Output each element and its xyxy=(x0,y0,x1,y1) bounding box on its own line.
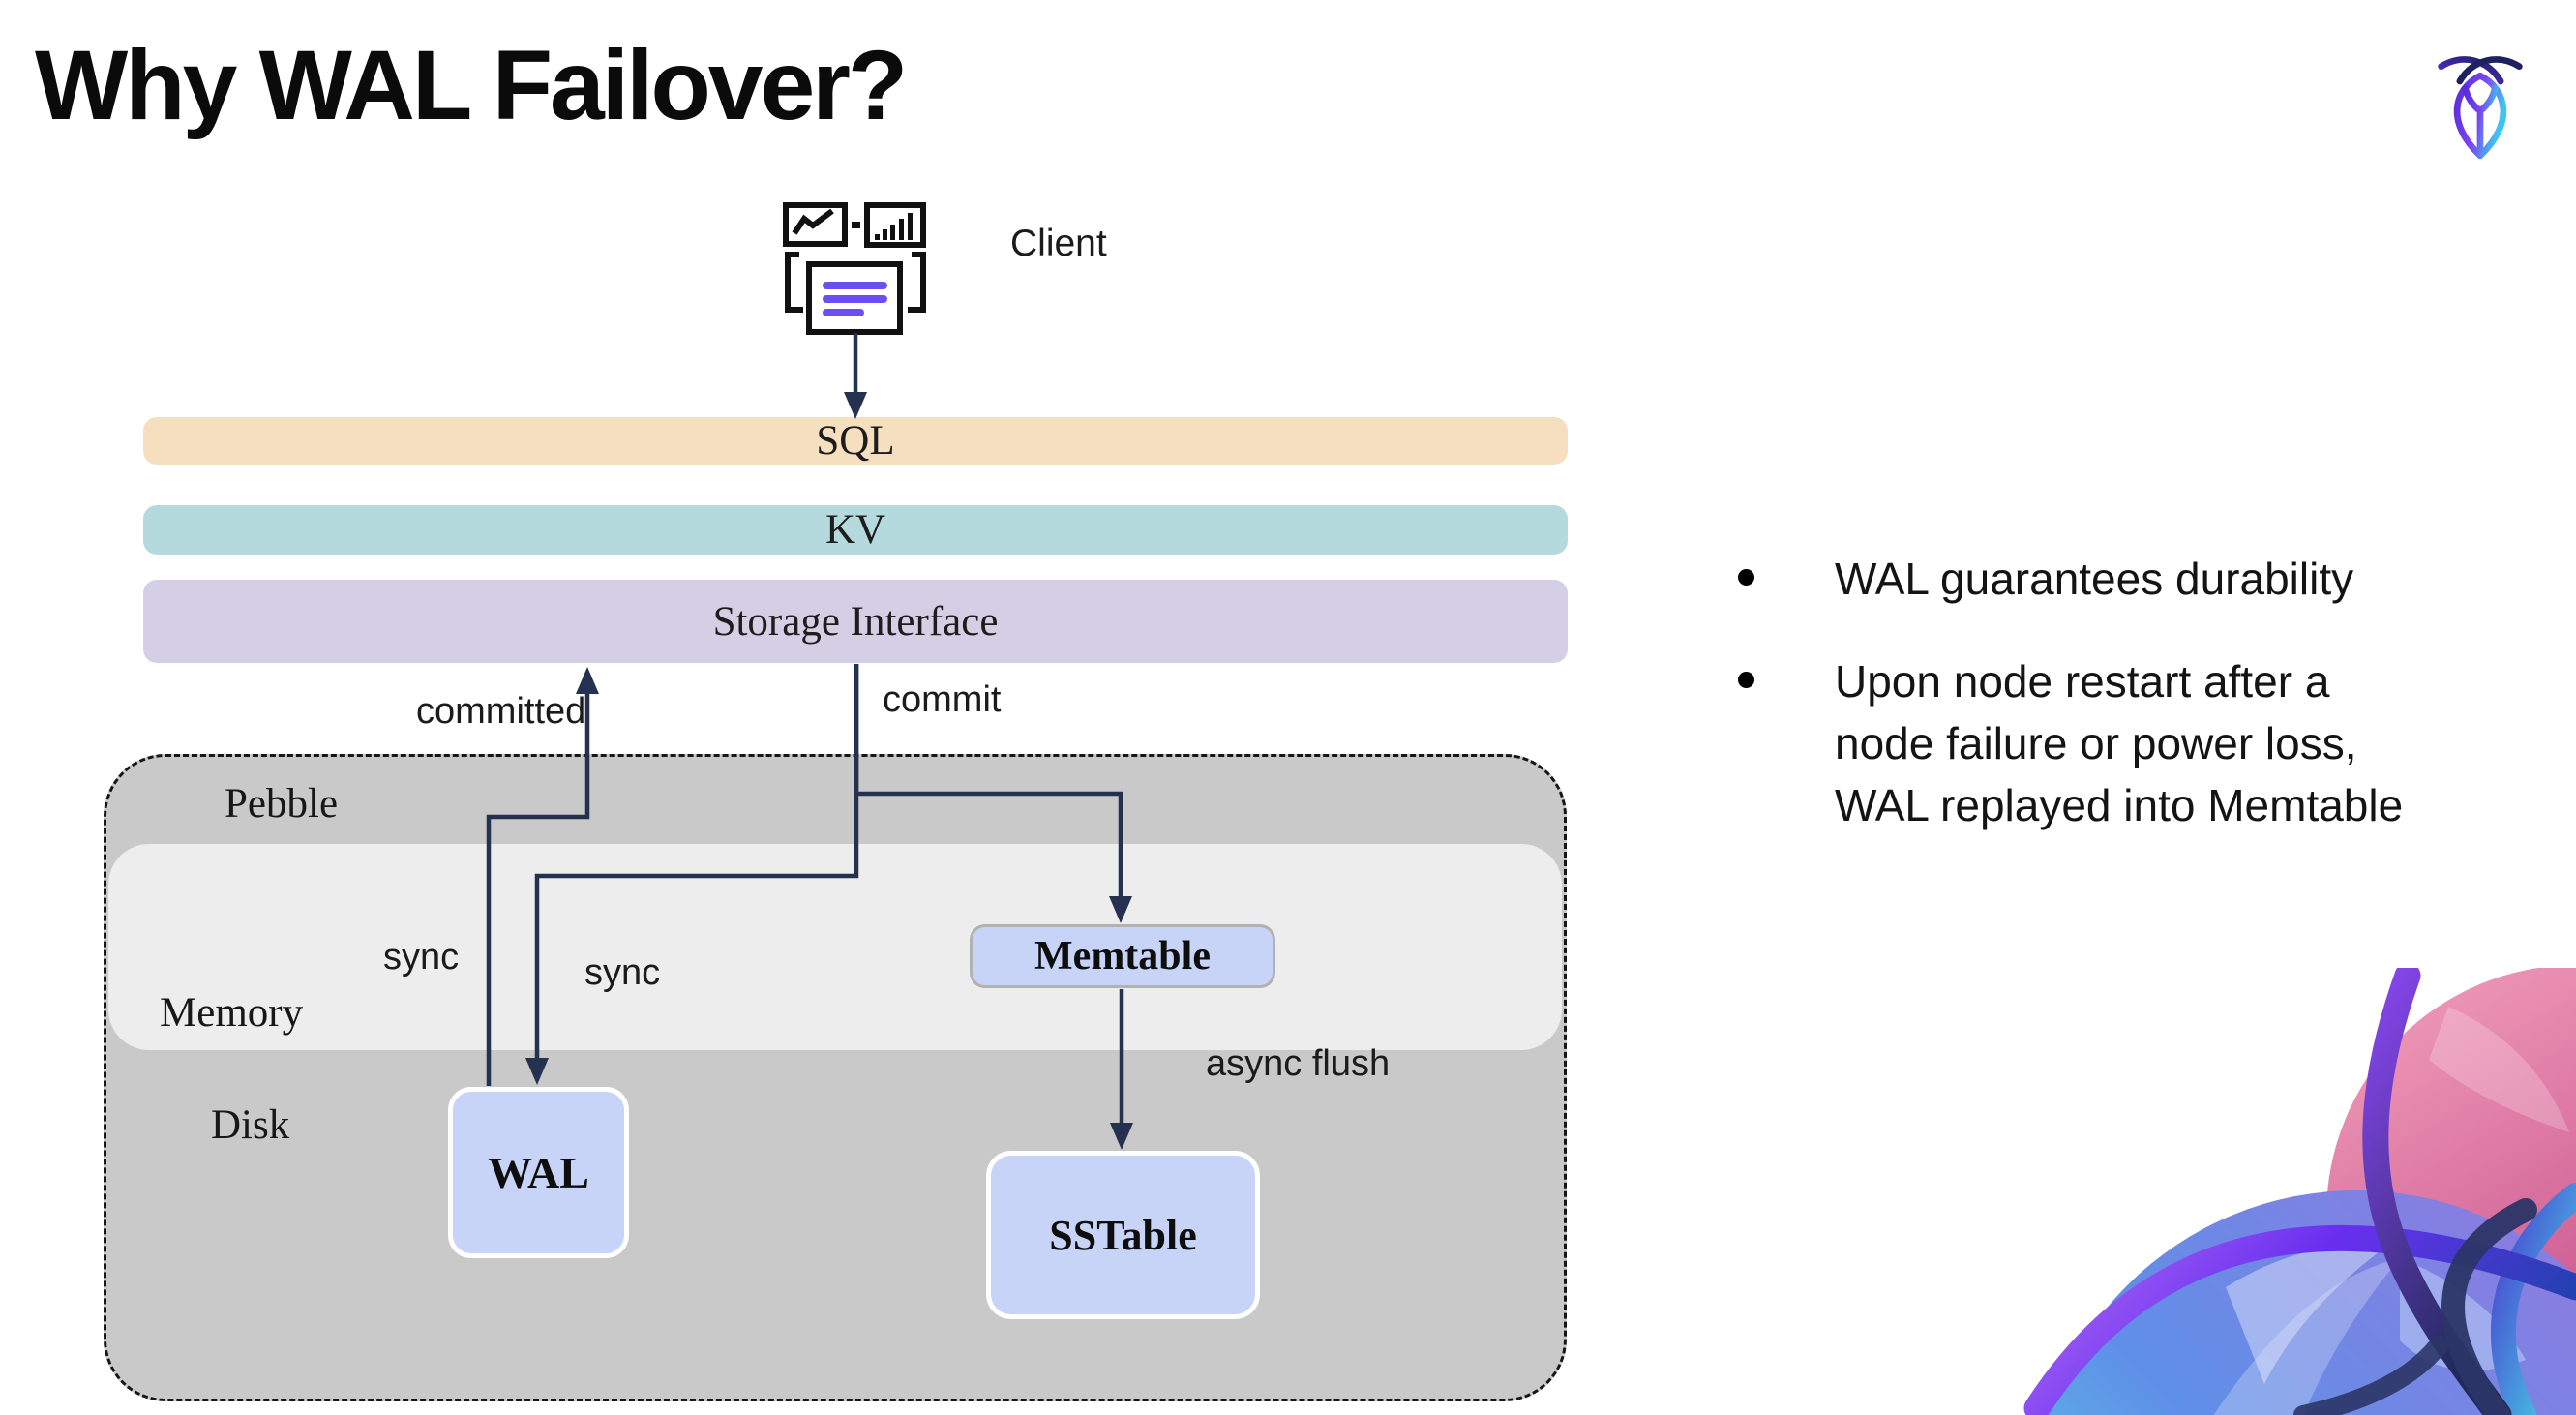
arrowhead-committed xyxy=(576,667,599,694)
cockroachdb-logo-icon xyxy=(2434,46,2527,163)
bullet-dot xyxy=(1738,569,1754,586)
bullet-item-replay: Upon node restart after a node failure o… xyxy=(1835,650,2403,836)
disk-label: Disk xyxy=(211,1102,290,1148)
memory-region xyxy=(108,844,1562,1050)
line-chart-icon xyxy=(783,202,848,247)
sstable-box: SSTable xyxy=(986,1151,1260,1319)
bracket-left xyxy=(785,252,803,313)
brand-artwork xyxy=(1984,968,2576,1415)
navy-leaf-arc xyxy=(2441,1198,2537,1415)
bullet-dot xyxy=(1738,672,1754,688)
sstable-label: SSTable xyxy=(1049,1211,1197,1259)
bracket-right xyxy=(908,252,926,313)
bullet-text: WAL guarantees durability xyxy=(1835,554,2354,604)
async-flush-label: async flush xyxy=(1206,1043,1391,1084)
arrowhead-client xyxy=(844,392,867,419)
memtable-box: Memtable xyxy=(970,924,1275,988)
wal-label: WAL xyxy=(488,1148,589,1197)
memtable-label: Memtable xyxy=(1034,934,1211,978)
layer-bar-sql: SQL xyxy=(143,417,1568,465)
layer-label-kv: KV xyxy=(824,507,886,553)
bullet-text-line: node failure or power loss, xyxy=(1835,718,2357,768)
wal-box: WAL xyxy=(448,1087,629,1258)
sync-label-right: sync xyxy=(584,952,661,993)
client-workstation-icon xyxy=(774,194,939,339)
bullet-text-line: Upon node restart after a xyxy=(1835,656,2330,707)
cyan-rim-arc xyxy=(2490,1183,2576,1415)
committed-label: committed xyxy=(416,691,586,732)
pebble-label: Pebble xyxy=(225,781,339,827)
dash-connector xyxy=(852,222,860,228)
layer-label-sql: SQL xyxy=(816,418,895,464)
client-label: Client xyxy=(1010,223,1107,264)
bullet-text-line: WAL replayed into Memtable xyxy=(1835,780,2404,830)
navy-leaf-arc-2 xyxy=(2293,1336,2448,1415)
bullet-item-durability: WAL guarantees durability xyxy=(1835,548,2353,610)
memory-label: Memory xyxy=(160,990,304,1036)
layer-bar-storage-interface: Storage Interface xyxy=(143,580,1568,663)
layer-label-storage-interface: Storage Interface xyxy=(712,598,999,645)
layer-bar-kv: KV xyxy=(143,505,1568,555)
page-title: Why WAL Failover? xyxy=(35,30,908,140)
sync-label-left: sync xyxy=(383,937,460,978)
commit-label: commit xyxy=(883,679,1002,720)
